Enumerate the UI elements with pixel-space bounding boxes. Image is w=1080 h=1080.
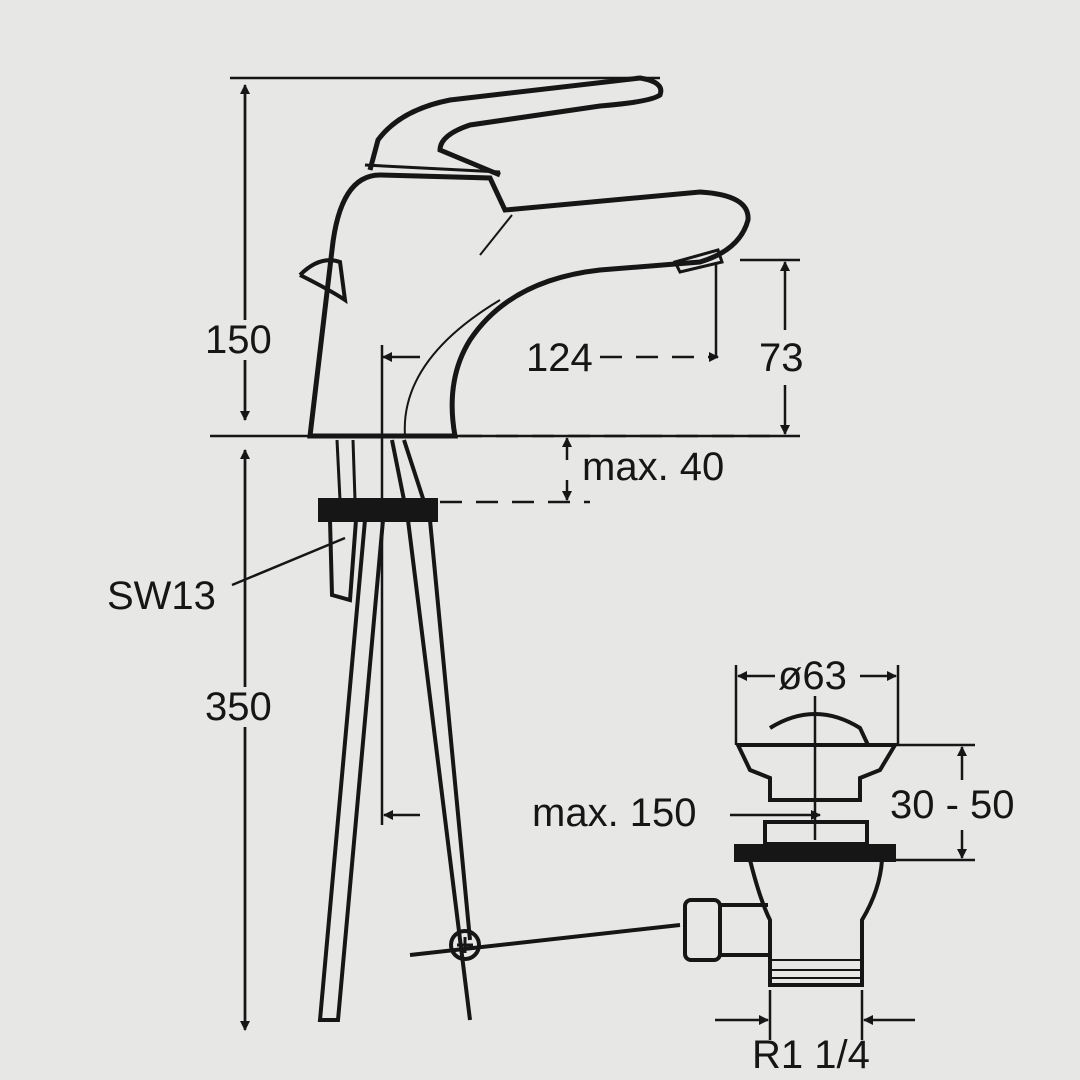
rod-distance-label: max. 150 [528,793,701,833]
dimension-lines [210,76,975,1040]
wrench-size-label: SW13 [107,574,216,618]
faucet-body [298,75,751,439]
clearance-label: 73 [757,336,806,380]
reach-label: 124 [522,338,597,378]
thread-label: R1 1/4 [752,1033,870,1077]
hoses-and-rod [317,439,681,1022]
height-label: 150 [205,318,272,362]
deck-thickness-label: max. 40 [582,445,725,489]
drain-height-label: 30 - 50 [888,783,1017,827]
drain-assembly [683,712,899,987]
hose-length-label: 350 [205,685,272,729]
drain-diameter-label: ø63 [775,656,850,696]
